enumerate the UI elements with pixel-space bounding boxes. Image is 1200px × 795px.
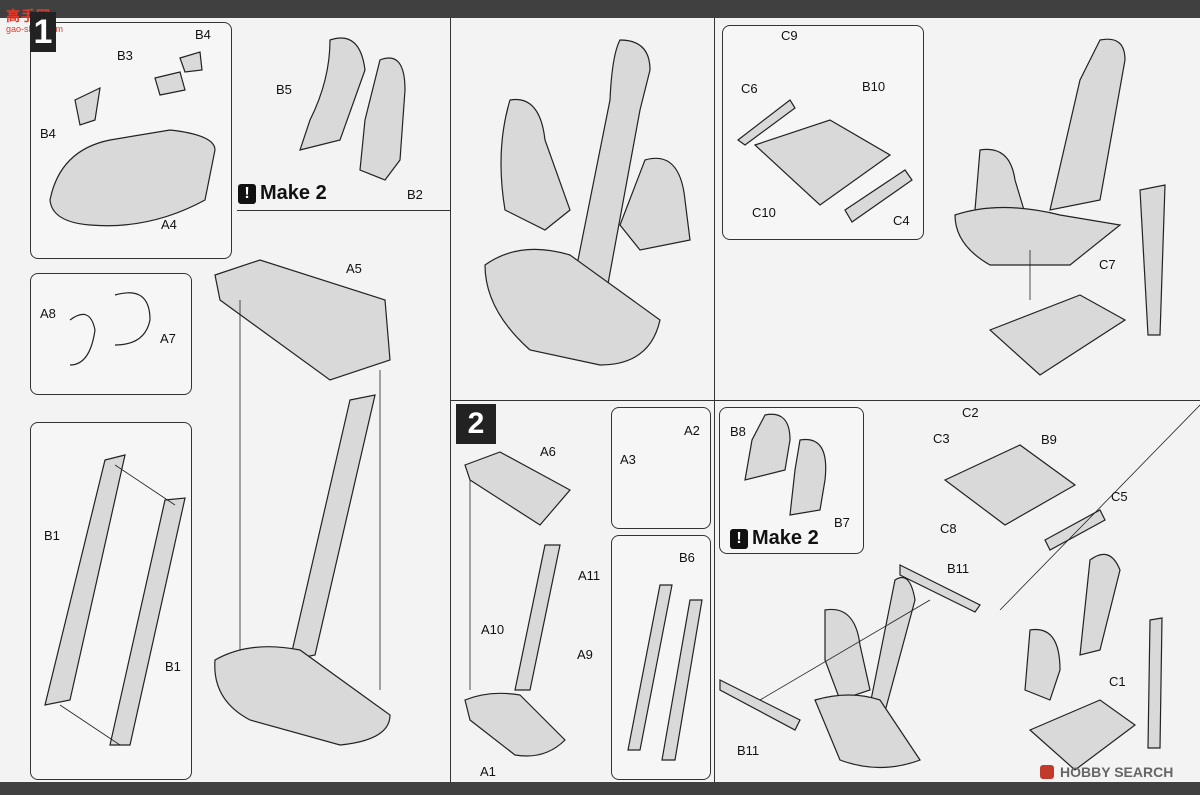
part-label-a10: A10 [481, 622, 505, 637]
part-label-a9: A9 [577, 647, 593, 662]
part-label-c7: C7 [1099, 257, 1116, 272]
rail-c7 [1139, 184, 1166, 336]
stand-base-3 [1028, 699, 1137, 771]
base-a1 [464, 692, 566, 757]
hobby-search-logo-icon [1040, 765, 1054, 779]
divider-h-mid [450, 400, 1200, 401]
stand-base-2 [988, 294, 1127, 376]
parts-box-shackle [30, 273, 192, 395]
parts-box-shackle-2 [611, 407, 711, 529]
anchor-fluke-2 [974, 148, 1031, 241]
parts-box-shaft [30, 422, 192, 780]
part-label-b11: B11 [947, 561, 970, 576]
part-label-a7: A7 [160, 331, 176, 346]
part-label-a8: A8 [40, 306, 56, 321]
part-label-b8: B8 [730, 424, 746, 439]
top-dark-band [0, 0, 1200, 18]
anchor-base-2 [954, 206, 1122, 266]
guide-line [999, 404, 1200, 611]
step-2-marker: 2 [456, 404, 496, 444]
part-label-c8: C8 [940, 521, 957, 536]
anchor-base-3 [814, 694, 921, 769]
part-label-a11: A11 [578, 568, 601, 583]
part-label-c5: C5 [1111, 489, 1128, 504]
part-label-b5: B5 [276, 82, 292, 97]
guide-line [759, 599, 931, 701]
fluke-b5 [299, 37, 366, 151]
part-label-b1: B1 [165, 659, 181, 674]
part-label-b2: B2 [407, 187, 423, 202]
stock-b11 [719, 679, 801, 731]
anchor-fluke-left [500, 98, 571, 231]
part-label-b3: B3 [117, 48, 133, 63]
part-label-c4: C4 [893, 213, 910, 228]
part-label-c9: C9 [781, 28, 798, 43]
parts-box-shaft-2 [611, 535, 711, 780]
anchor-fluke-3 [824, 608, 871, 701]
part-label-a2: A2 [684, 423, 700, 438]
part-label-b4: B4 [40, 126, 56, 141]
part-label-b1: B1 [44, 528, 60, 543]
stand-c5 [1044, 509, 1106, 551]
part-label-c2: C2 [962, 405, 979, 420]
part-label-b11: B11 [737, 743, 760, 758]
part-label-b7: B7 [834, 515, 850, 530]
anchor-fluke-4 [1024, 628, 1061, 701]
part-label-a5: A5 [346, 261, 362, 276]
rail-c1 [1147, 617, 1163, 749]
part-label-c6: C6 [741, 81, 758, 96]
part-label-b4: B4 [195, 27, 211, 42]
plate-a6 [464, 451, 571, 526]
anchor-shank-2 [1049, 38, 1126, 211]
divider-h-left [237, 210, 450, 211]
hobby-search-text: HOBBY SEARCH [1060, 764, 1174, 780]
anchor-base [484, 248, 661, 366]
make-2-note-2: ! Make 2 [730, 527, 819, 550]
fluke-b2 [359, 57, 406, 181]
plate-a5 [214, 259, 391, 381]
anchor-shank-4 [1079, 553, 1121, 656]
part-label-c10: C10 [752, 205, 776, 220]
make-2-note: ! Make 2 [238, 182, 327, 205]
hobby-search-watermark: HOBBY SEARCH [1040, 764, 1173, 780]
part-label-a3: A3 [620, 452, 636, 467]
make-2-text: Make 2 [260, 182, 327, 204]
part-label-c3: C3 [933, 431, 950, 446]
part-label-a4: A4 [161, 217, 177, 232]
make-2-text: Make 2 [752, 527, 819, 549]
shaft-step2 [514, 544, 561, 691]
part-label-a6: A6 [540, 444, 556, 459]
base-tray [214, 646, 391, 746]
exclamation-icon: ! [238, 183, 256, 204]
long-shaft [289, 394, 376, 661]
anchor-shank-3 [864, 576, 916, 731]
exclamation-icon: ! [730, 528, 748, 549]
part-label-b10: B10 [862, 79, 886, 94]
anchor-fluke-right [619, 157, 691, 251]
bottom-dark-band [0, 782, 1200, 795]
step-1-marker: 1 [30, 12, 56, 52]
part-label-b6: B6 [679, 550, 695, 565]
part-label-b9: B9 [1041, 432, 1057, 447]
part-label-c1: C1 [1109, 674, 1126, 689]
part-label-a1: A1 [480, 764, 496, 779]
stand-c8 [943, 444, 1077, 526]
anchor-shank [569, 39, 651, 301]
